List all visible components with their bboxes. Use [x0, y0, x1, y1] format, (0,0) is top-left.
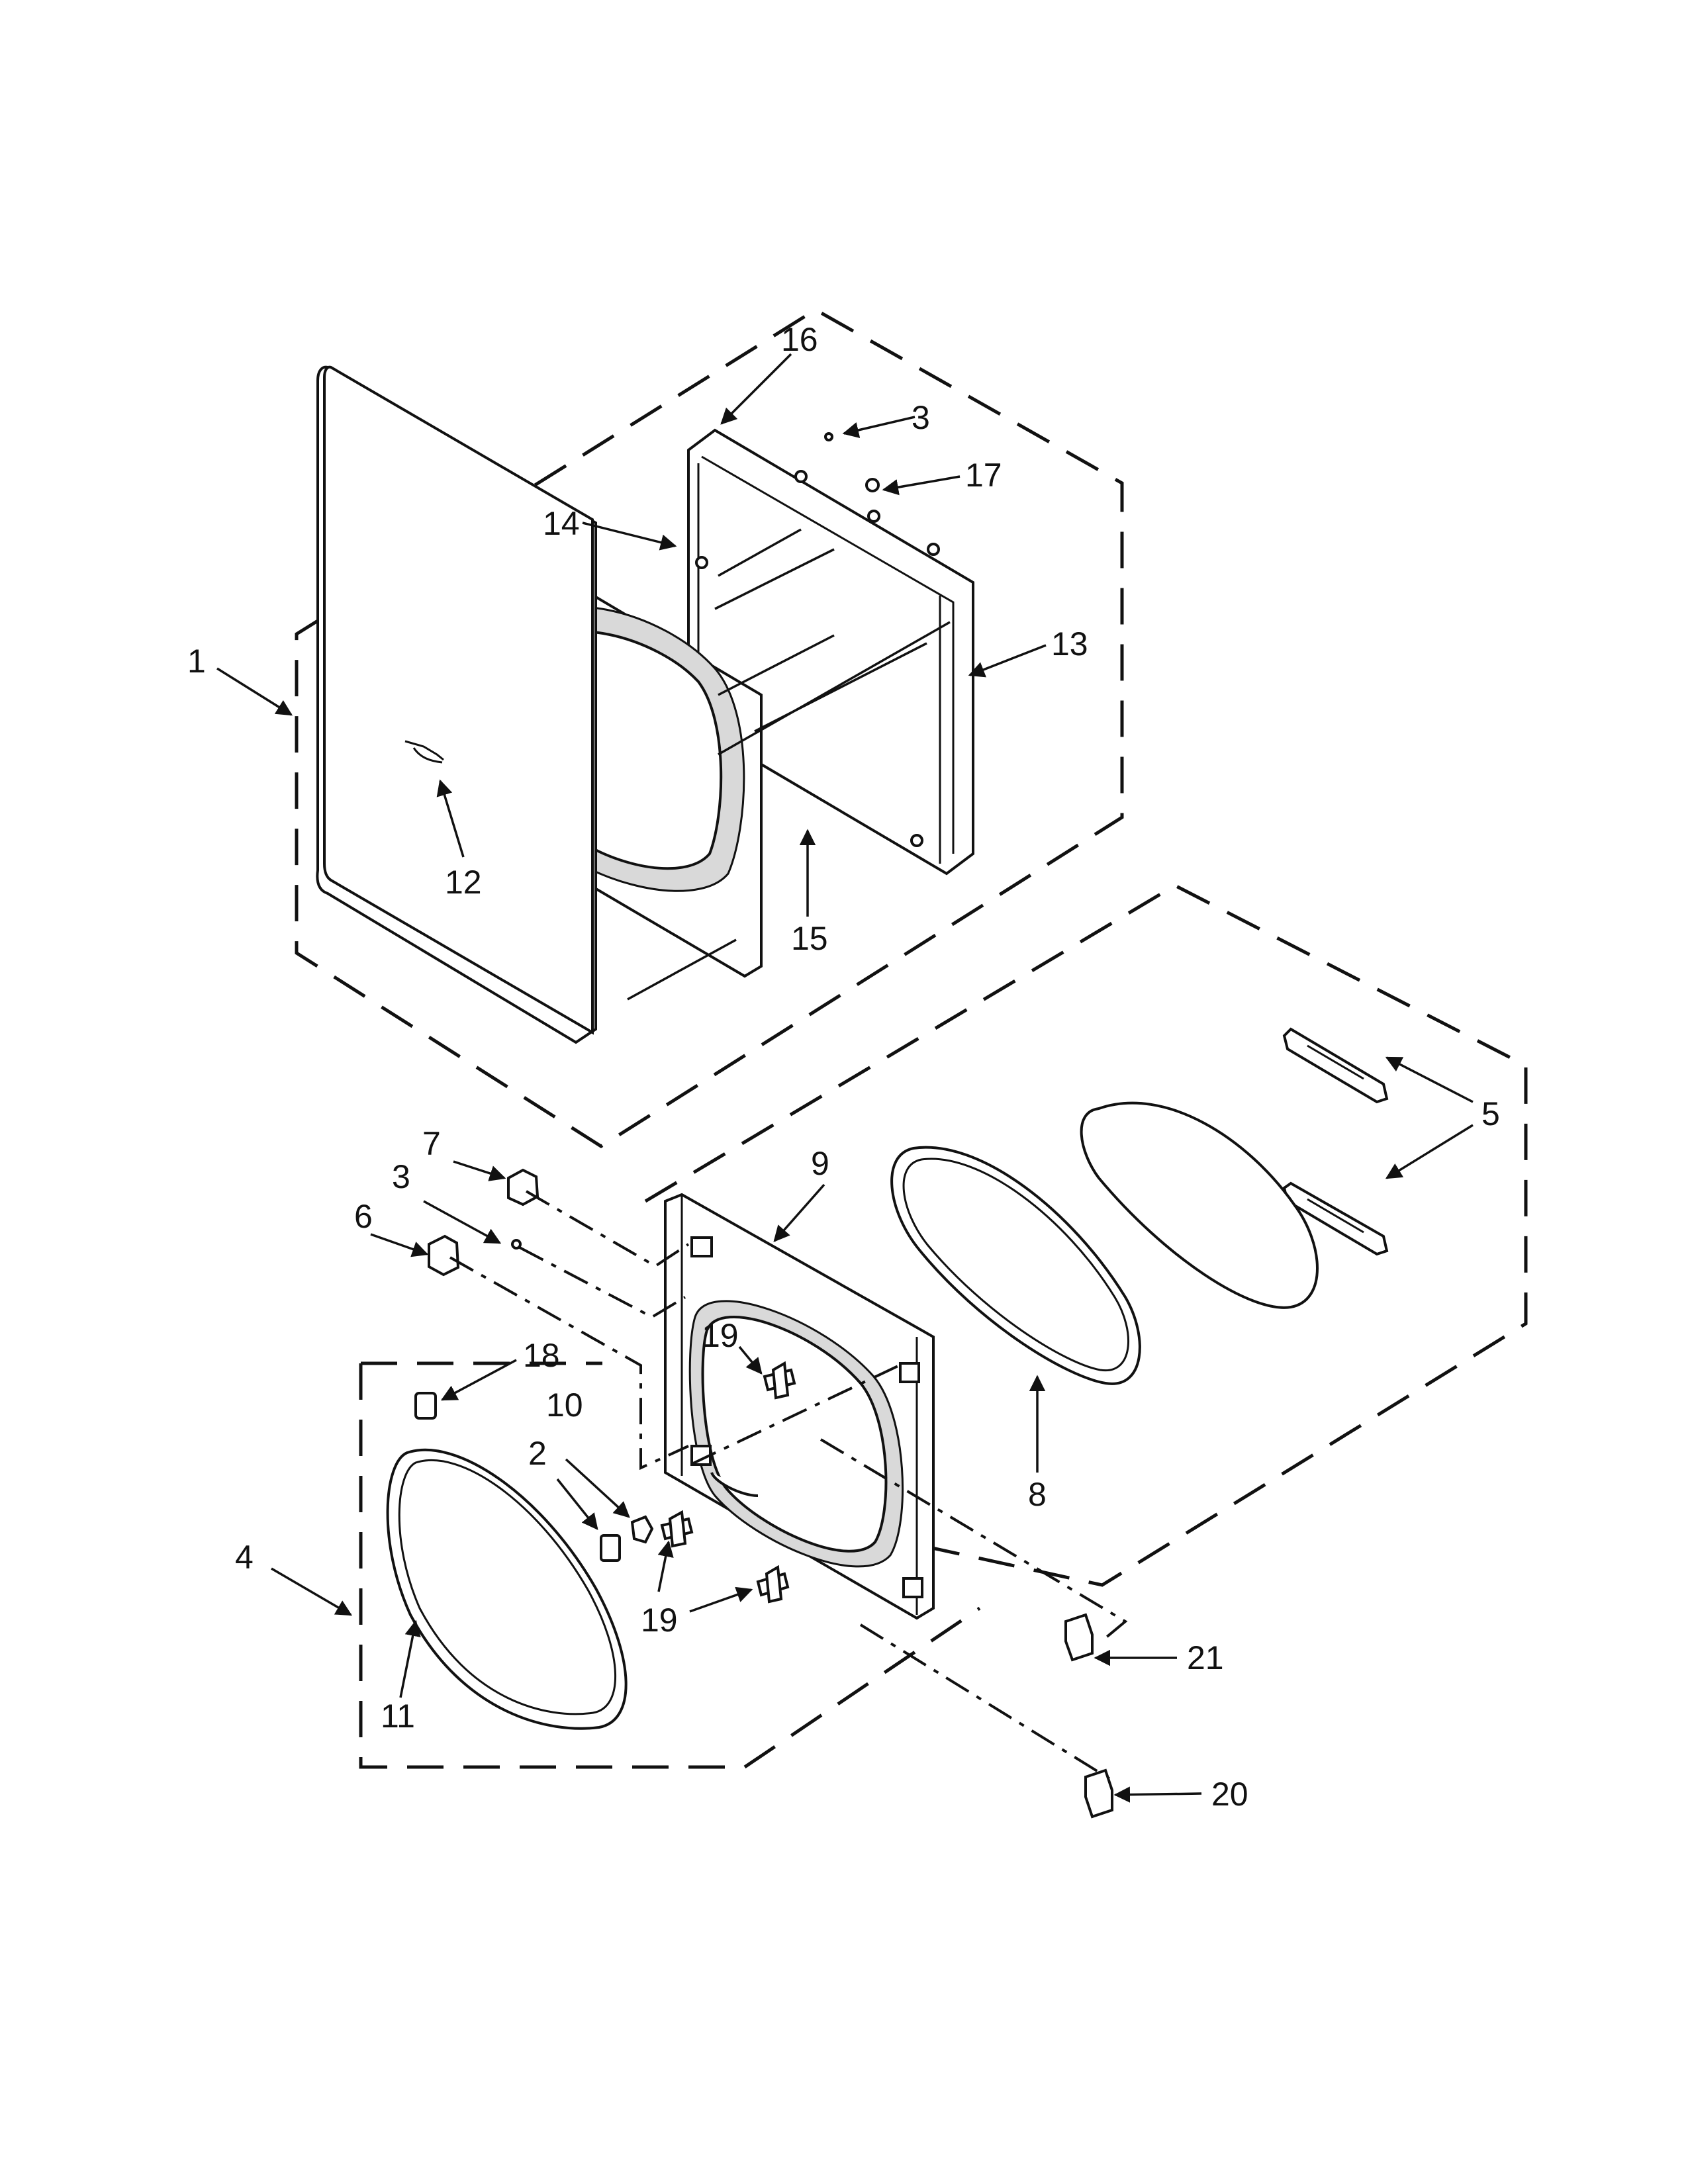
callout-11: 11 [381, 1698, 415, 1735]
callout-21: 21 [1187, 1639, 1224, 1676]
cover-cap-18 [414, 1392, 437, 1420]
outer-door-trim-ring [386, 1448, 628, 1730]
door-gasket-ring [890, 1146, 1141, 1385]
screw-3-upper [824, 432, 833, 441]
callout-17: 17 [965, 457, 1002, 494]
callout-3-upper: 3 [912, 399, 930, 436]
callout-14: 14 [543, 505, 580, 542]
callout-13: 13 [1051, 625, 1088, 662]
lower-right-boundary [644, 884, 1528, 1587]
nut-17 [865, 478, 880, 492]
outer-door-panel [316, 365, 597, 1044]
callout-6: 6 [354, 1198, 373, 1235]
callout-3-lower: 3 [392, 1158, 410, 1195]
upper-assembly-boundary [295, 308, 1124, 1148]
callout-18: 18 [523, 1337, 560, 1374]
callout-1: 1 [187, 643, 206, 680]
brand-logo-badge [404, 740, 444, 761]
callout-2: 2 [528, 1435, 547, 1472]
callout-7: 7 [422, 1125, 441, 1162]
door-strike-10 [630, 1515, 654, 1544]
callout-8: 8 [1028, 1476, 1047, 1513]
callout-4: 4 [235, 1539, 254, 1576]
callout-5: 5 [1481, 1095, 1500, 1132]
callout-19-left: 19 [641, 1602, 678, 1639]
hinge-bracket-lower [1282, 1181, 1389, 1256]
lower-left-boundary [359, 1361, 981, 1769]
callout-19-upper: 19 [702, 1317, 739, 1354]
screw-3-lower [511, 1239, 522, 1250]
door-glass [1080, 1101, 1319, 1309]
callout-20: 20 [1211, 1776, 1248, 1813]
callout-15: 15 [791, 920, 828, 957]
callout-10: 10 [546, 1387, 583, 1424]
cap-20 [1084, 1768, 1113, 1819]
hinge-bracket-upper [1282, 1027, 1389, 1104]
hinge-plate-7 [507, 1168, 539, 1206]
callout-9: 9 [811, 1145, 829, 1182]
strike-cover-2 [600, 1534, 621, 1562]
inner-door-frame [664, 1193, 935, 1620]
screw-19-lower [756, 1565, 790, 1604]
cap-21 [1064, 1613, 1094, 1662]
callout-12: 12 [445, 864, 482, 901]
screw-19-upper [763, 1361, 796, 1400]
callout-16: 16 [781, 321, 818, 358]
hinge-plate-6 [428, 1234, 460, 1277]
screw-19-left [660, 1510, 694, 1548]
